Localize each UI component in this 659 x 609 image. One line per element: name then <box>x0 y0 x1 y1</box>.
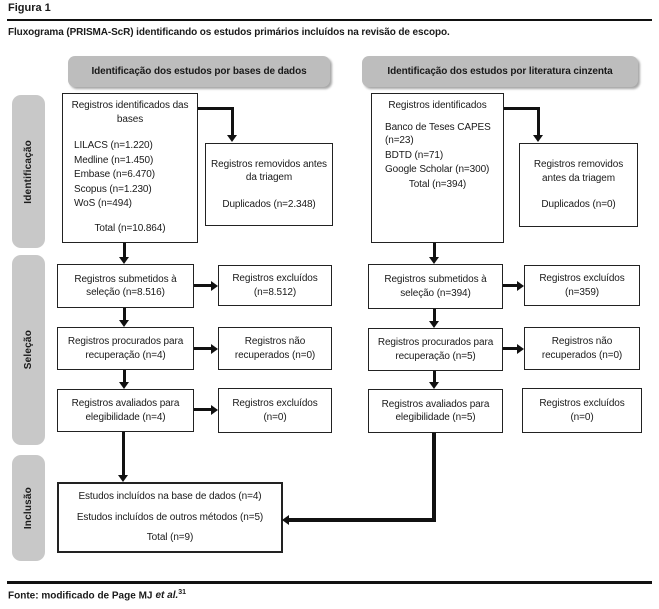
box-db-sought: Registros procurados para recuperação (n… <box>57 327 194 370</box>
arrow-db-screened-to-excluded-line <box>194 284 211 287</box>
arrow-grey-screened-to-sought-line <box>433 309 436 321</box>
arrow-db-assessed-to-excluded-head <box>211 405 218 415</box>
box-grey-removed: Registros removidos antes da triagem Dup… <box>519 143 638 227</box>
arrow-grey-identified-to-screened-line <box>433 243 436 258</box>
box-db-screened: Registros submetidos à seleção (n=8.516) <box>57 264 194 308</box>
db-source-medline: Medline (n=1.450) <box>74 154 154 166</box>
box-grey-assessed: Registros avaliados para elegibilidade (… <box>368 389 503 433</box>
arrow-grey-sought-to-notretrieved-head <box>517 344 524 354</box>
source-text: Fonte: modificado de Page MJ <box>8 590 153 602</box>
box-included-line2: Estudos incluídos de outros métodos (n=5… <box>76 511 264 523</box>
top-divider <box>7 19 652 21</box>
source-reference-number: 31 <box>178 589 187 596</box>
arrow-db-assessed-to-included-head <box>118 475 128 482</box>
box-grey-identified-total: Total (n=394) <box>408 178 467 190</box>
arrow-grey-assessed-to-included-head <box>282 515 289 525</box>
box-included: Estudos incluídos na base de dados (n=4)… <box>57 482 283 553</box>
header-grey-literature: Identificação dos estudos por literatura… <box>362 56 638 87</box>
arrow-grey-screened-to-sought-head <box>429 321 439 328</box>
arrow-db-screened-to-sought-head <box>119 320 129 327</box>
figure-label: Figura 1 <box>8 2 51 14</box>
stage-identification-label: Identificação <box>23 139 34 204</box>
box-grey-screened: Registros submetidos à seleção (n=394) <box>368 264 503 309</box>
bottom-divider <box>7 581 652 584</box>
arrow-db-identified-to-screened-line <box>123 243 126 258</box>
box-db-removed-line1: Registros removidos antes da triagem <box>211 158 327 184</box>
box-included-line1: Estudos incluídos na base de dados (n=4) <box>78 491 262 503</box>
header-grey-literature-label: Identificação dos estudos por literatura… <box>387 66 613 77</box>
arrow-grey-screened-to-excluded-line <box>503 284 518 287</box>
arrow-db-sought-to-assessed-head <box>119 382 129 389</box>
arrow-grey-sought-to-assessed-head <box>429 382 439 389</box>
stage-inclusion: Inclusão <box>12 455 45 561</box>
arrow-db-sought-to-assessed-line <box>123 370 126 382</box>
arrow-db-screened-to-sought-line <box>123 308 126 320</box>
box-db-excluded-screen: Registros excluídos (n=8.512) <box>218 265 332 306</box>
box-grey-removed-line1: Registros removidos antes da triagem <box>533 159 624 184</box>
arrow-db-assessed-to-included-line <box>122 432 125 475</box>
box-db-excluded-elig: Registros excluídos (n=0) <box>218 388 332 433</box>
db-source-lilacs: LILACS (n=1.220) <box>74 140 153 151</box>
arrow-grey-assessed-to-included-v <box>432 433 436 522</box>
arrow-db-sought-to-notretrieved-head <box>211 344 218 354</box>
arrow-grey-identified-to-screened-head <box>429 257 439 264</box>
box-db-identified-items: LILACS (n=1.220) Medline (n=1.450) Embas… <box>74 139 189 211</box>
arrow-db-screened-to-excluded-head <box>211 281 218 291</box>
arrow-db-identified-to-removed-v <box>231 107 234 136</box>
grey-source-capes: Banco de Teses CAPES (n=23) <box>385 121 491 147</box>
figure-caption: Fluxograma (PRISMA-ScR) identificando os… <box>8 27 450 38</box>
stage-inclusion-label: Inclusão <box>23 486 34 530</box>
box-db-identified-total: Total (n=10.864) <box>94 222 166 234</box>
grey-source-google-scholar: Google Scholar (n=300) <box>385 164 490 175</box>
box-grey-not-retrieved: Registros não recuperados (n=0) <box>524 327 640 370</box>
box-grey-identified-title: Registros identificados <box>388 100 487 111</box>
box-db-not-retrieved: Registros não recuperados (n=0) <box>218 327 332 370</box>
stage-identification: Identificação <box>12 95 45 248</box>
arrow-db-identified-to-removed-head <box>227 135 237 142</box>
box-db-assessed: Registros avaliados para elegibilidade (… <box>57 389 194 432</box>
box-db-identified: Registros identificados das bases LILACS… <box>62 93 198 243</box>
arrow-grey-sought-to-assessed-line <box>433 371 436 382</box>
box-db-removed: Registros removidos antes da triagem Dup… <box>205 143 333 226</box>
arrow-grey-identified-to-removed-head <box>533 135 543 142</box>
arrow-grey-screened-to-excluded-head <box>517 281 524 291</box>
header-databases: Identificação dos estudos por bases de d… <box>68 56 330 87</box>
db-source-wos: WoS (n=494) <box>74 198 132 209</box>
box-grey-sought: Registros procurados para recuperação (n… <box>368 328 503 371</box>
arrow-grey-sought-to-notretrieved-line <box>503 347 518 350</box>
box-db-identified-title: Registros identificados das bases <box>71 100 189 125</box>
box-grey-excluded-elig: Registros excluídos (n=0) <box>522 388 642 433</box>
arrow-db-sought-to-notretrieved-line <box>194 347 211 350</box>
arrow-db-identified-to-removed-h <box>198 107 234 110</box>
header-databases-label: Identificação dos estudos por bases de d… <box>91 66 307 77</box>
box-db-removed-line2: Duplicados (n=2.348) <box>222 198 316 210</box>
grey-source-bdtd: BDTD (n=71) <box>385 149 444 161</box>
arrow-db-identified-to-screened-head <box>119 257 129 264</box>
arrow-grey-identified-to-removed-v <box>537 107 540 136</box>
box-grey-excluded-screen: Registros excluídos (n=359) <box>524 265 640 306</box>
box-grey-removed-line2: Duplicados (n=0) <box>541 199 616 211</box>
arrow-grey-identified-to-removed-h <box>504 107 540 110</box>
source-etal: et al. <box>155 590 179 602</box>
arrow-db-assessed-to-excluded-line <box>194 408 211 411</box>
box-included-total: Total (n=9) <box>146 532 194 544</box>
box-grey-identified: Registros identificados Banco de Teses C… <box>371 93 504 243</box>
arrow-grey-assessed-to-included-h <box>289 518 436 522</box>
box-grey-identified-items: Banco de Teses CAPES (n=23) BDTD (n=71) … <box>383 121 495 177</box>
stage-screening-label: Seleção <box>23 330 34 370</box>
db-source-scopus: Scopus (n=1.230) <box>74 183 152 195</box>
stage-screening: Seleção <box>12 255 45 445</box>
db-source-embase: Embase (n=6.470) <box>74 169 155 180</box>
